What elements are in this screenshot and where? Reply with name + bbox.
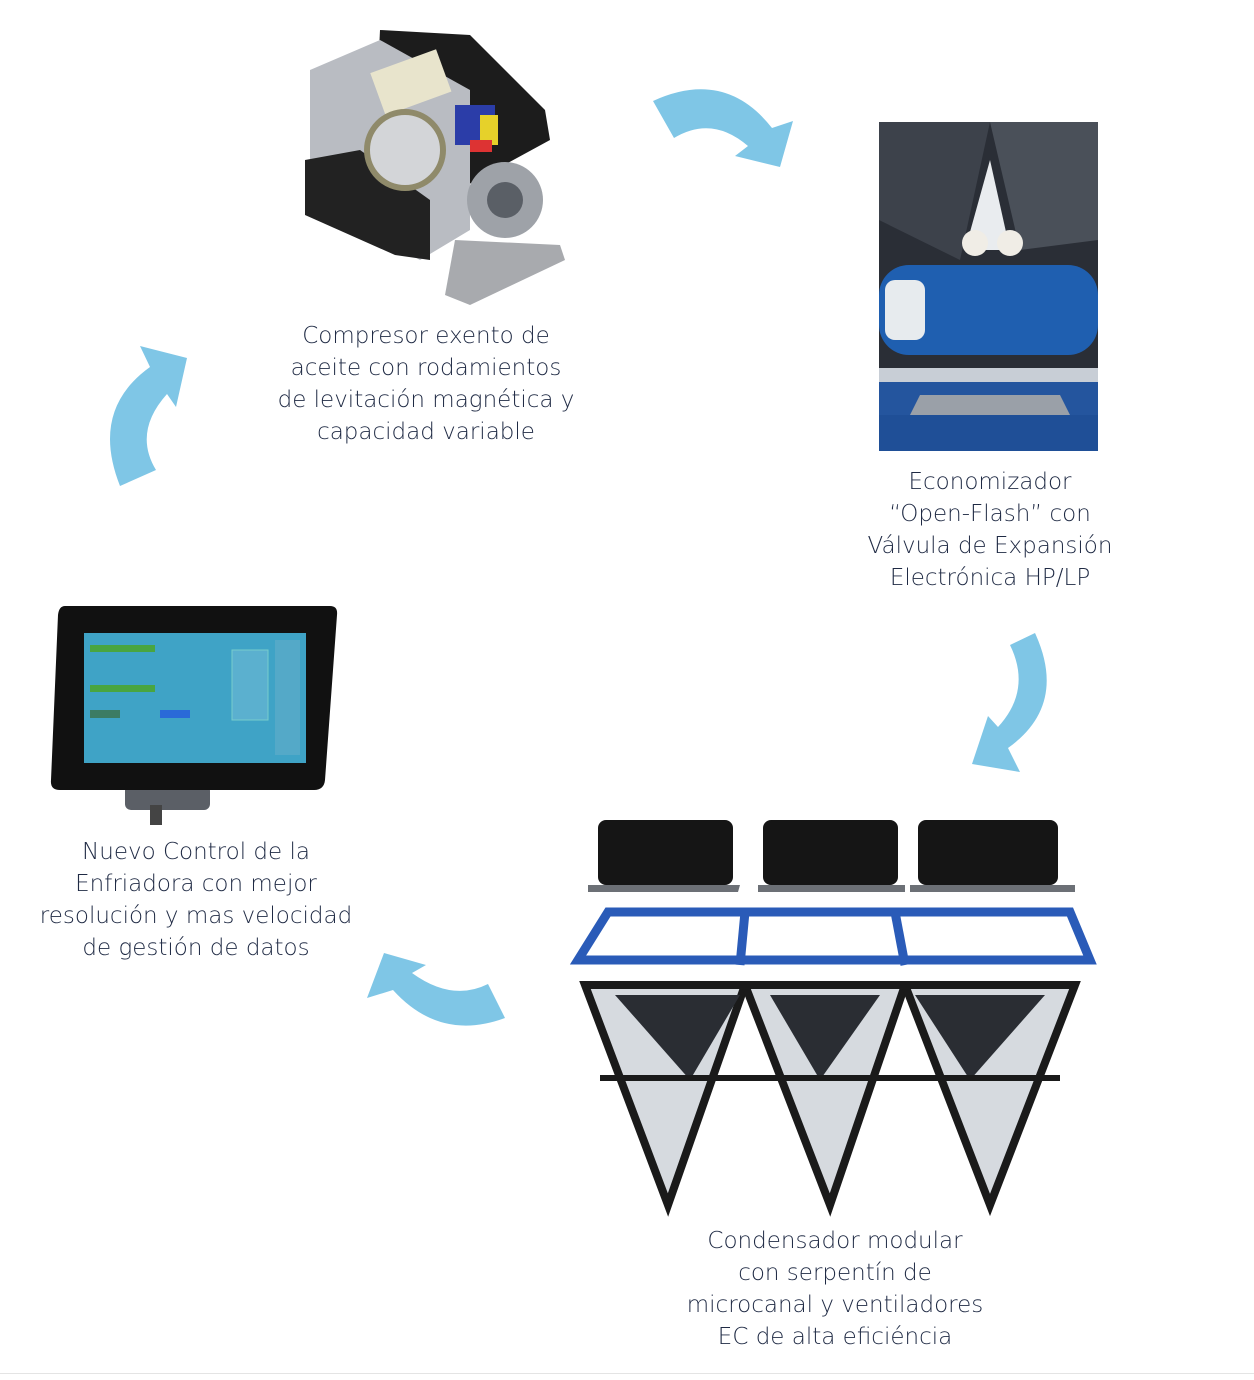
control-caption: Nuevo Control de la Enfriadora con mejor… xyxy=(36,836,356,964)
compressor-image xyxy=(305,30,565,305)
caption-line: Condensador modular xyxy=(707,1228,963,1254)
caption-line: Nuevo Control de la xyxy=(82,839,310,865)
arrow-economizer-to-condenser-icon xyxy=(972,633,1047,772)
caption-line: EC de alta eficiéncia xyxy=(717,1324,953,1350)
compressor-caption: Compresor exento de aceite con rodamient… xyxy=(266,320,586,448)
caption-line: de levitación magnética y xyxy=(277,387,575,413)
caption-line: Electrónica HP/LP xyxy=(889,565,1091,591)
bottom-divider xyxy=(0,1373,1254,1374)
caption-line: con serpentín de xyxy=(738,1260,932,1286)
caption-line: resolución y mas velocidad xyxy=(39,903,353,929)
caption-line: Economizador xyxy=(908,469,1072,495)
economizer-caption: Economizador “Open-Flash” con Válvula de… xyxy=(840,466,1140,594)
arrow-control-to-compressor-icon xyxy=(110,346,187,486)
caption-line: aceite con rodamientos xyxy=(290,355,562,381)
arrow-condenser-to-control-icon xyxy=(367,953,505,1026)
controller-image xyxy=(50,606,338,825)
arrow-compressor-to-economizer-icon xyxy=(653,89,793,167)
caption-line: Enfriadora con mejor xyxy=(75,871,317,897)
caption-line: capacidad variable xyxy=(317,419,535,445)
economizer-image xyxy=(879,122,1098,451)
caption-line: de gestión de datos xyxy=(82,935,310,961)
caption-line: microcanal y ventiladores xyxy=(686,1292,984,1318)
condenser-caption: Condensador modular con serpentín de mic… xyxy=(675,1225,995,1353)
caption-line: Válvula de Expansión xyxy=(867,533,1113,559)
caption-line: Compresor exento de xyxy=(302,323,550,349)
condenser-image xyxy=(569,820,1097,1217)
caption-line: “Open-Flash” con xyxy=(889,501,1091,527)
